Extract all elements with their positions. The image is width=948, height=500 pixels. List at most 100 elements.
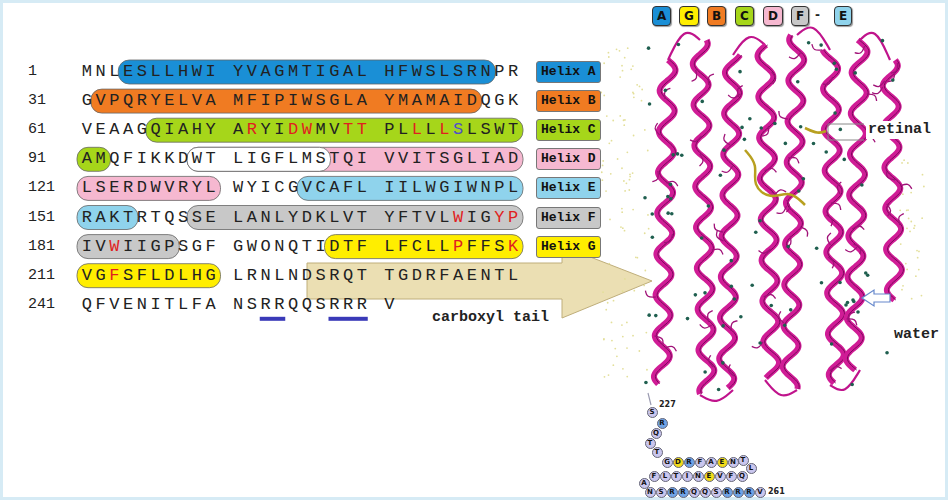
residue: V (245, 61, 259, 83)
residue: H (190, 119, 204, 141)
solvent-dot (636, 84, 638, 86)
side-chain (752, 342, 763, 348)
residue-bead: Q (737, 471, 748, 482)
residue: L (149, 265, 163, 287)
box-text: B (712, 9, 721, 23)
residue-letter: F (652, 472, 657, 480)
helix-key: B (707, 6, 726, 26)
side-chain (762, 126, 768, 136)
residue: G (396, 265, 410, 287)
solvent-dot (621, 211, 623, 213)
residue-number: 91 (28, 149, 46, 169)
residue: E (204, 207, 218, 229)
residue-number: 121 (28, 178, 55, 198)
box-text: G (684, 9, 694, 23)
side-chain (709, 355, 714, 367)
solvent-dot (624, 230, 626, 232)
solvent-dot (646, 369, 648, 371)
residue: V (328, 119, 342, 141)
side-chain (764, 294, 776, 298)
water-molecule (721, 324, 725, 328)
residue: F (94, 294, 108, 316)
residue: M (231, 90, 245, 112)
residue: L (286, 148, 300, 170)
solvent-dot (612, 120, 614, 122)
side-chain (855, 46, 865, 53)
residue-number: 211 (28, 266, 55, 286)
residue: E (94, 119, 108, 141)
residue: L (506, 265, 520, 287)
residue: C (410, 236, 424, 258)
solvent-dot (899, 209, 901, 211)
water-molecule (666, 211, 670, 215)
water-molecule (650, 212, 654, 216)
residue: L (410, 119, 424, 141)
water-molecule (664, 89, 668, 93)
residue-bead: L (660, 471, 671, 482)
side-chain (699, 154, 703, 166)
water-molecule (676, 152, 680, 156)
side-chain (759, 249, 771, 253)
residue: S (314, 90, 328, 112)
side-chain (800, 227, 808, 237)
solvent-dot (605, 309, 607, 311)
residue: I (479, 148, 493, 170)
side-chain (837, 182, 841, 194)
residue: L (465, 119, 479, 141)
residue: I (135, 236, 149, 258)
water-molecule (839, 128, 843, 132)
residue: I (410, 148, 424, 170)
residue: S (245, 294, 259, 316)
water-molecule (796, 80, 800, 84)
residue: S (314, 294, 328, 316)
solvent-dot (601, 179, 603, 181)
residue-bead: R (657, 418, 668, 429)
residue: V (80, 119, 94, 141)
residue: A (328, 177, 342, 199)
residue: G (479, 207, 493, 229)
residue-letter: L (663, 472, 667, 480)
side-chain (827, 233, 831, 245)
residue-letter: E (707, 472, 712, 480)
side-chain (887, 171, 895, 180)
side-chain (789, 53, 800, 59)
residue: E (121, 61, 135, 83)
residue: Y (259, 119, 273, 141)
loop (830, 370, 860, 390)
residue-bead: G (662, 457, 673, 468)
residue: D (176, 148, 190, 170)
solvent-dot (921, 295, 923, 297)
loop (797, 27, 830, 50)
residue: W (451, 207, 465, 229)
residue-bead: Q (700, 487, 711, 498)
residue: R (135, 90, 149, 112)
side-chain (645, 291, 655, 297)
water-molecule (833, 111, 837, 115)
residue: V (80, 265, 94, 287)
water-molecule (643, 196, 647, 200)
water-molecule (669, 197, 673, 201)
solvent-dot (639, 86, 641, 88)
helix-highlight (146, 118, 523, 142)
residue: I (245, 148, 259, 170)
residue: Q (341, 148, 355, 170)
box-text: Helix F (541, 210, 596, 225)
solvent-dot (644, 129, 646, 131)
sequence-line: IVWIIGPSGF GWONQTIDTF LFCLLPFFSK (80, 236, 520, 258)
side-chain (666, 181, 678, 186)
part-label: retinal (866, 121, 933, 139)
residue: L (355, 61, 369, 83)
solvent-dot (633, 135, 635, 137)
residue: G (451, 148, 465, 170)
residue-letter: F (729, 472, 734, 480)
residue-number: 1 (28, 62, 37, 82)
residue: L (438, 207, 452, 229)
solvent-dot (626, 347, 628, 349)
box-text: Helix G (541, 239, 596, 254)
solvent-dot (644, 232, 646, 234)
water-molecule (694, 293, 698, 297)
helix-edge (884, 60, 903, 300)
solvent-dot (636, 257, 638, 259)
residue: T (149, 207, 163, 229)
water-molecule (722, 148, 726, 152)
